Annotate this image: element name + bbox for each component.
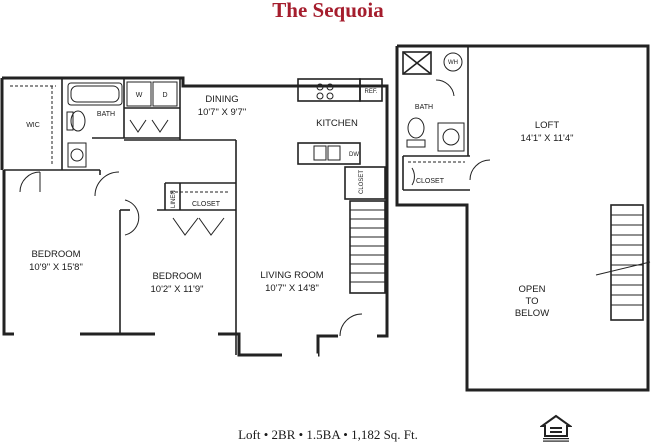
bedroom2-closet-label: CLOSET [192, 201, 221, 208]
bedroom2-dimensions: 10'2" X 11'9" [151, 284, 204, 295]
loft-closet-label: CLOSET [416, 178, 445, 185]
bath-main-label: BATH [97, 111, 115, 118]
open-to-below-line1: OPEN [519, 284, 546, 295]
wic-label: WIC [26, 122, 40, 129]
fixtures [10, 52, 651, 357]
dining-dimensions: 10'7" X 9'7" [198, 107, 246, 118]
equal-housing-opportunity-icon [540, 414, 572, 442]
fridge-label: REF. [364, 89, 377, 95]
unit-summary: Loft • 2BR • 1.5BA • 1,182 Sq. Ft. [238, 427, 418, 442]
loft-dimensions: 14'1" X 11'4" [521, 133, 574, 144]
room-labels: WIC BATH W D DINING 10'7" X 9'7" KITCHEN… [26, 60, 573, 319]
dishwasher-label: DW [349, 152, 359, 158]
bedroom2-name: BEDROOM [152, 271, 201, 282]
washer-label: W [136, 92, 143, 99]
living-room-dimensions: 10'7" X 14'8" [265, 283, 319, 294]
exterior-walls [0, 44, 650, 392]
open-to-below-line2: TO [525, 296, 538, 307]
linen-label: LINEN [171, 190, 177, 208]
bath-loft-label: BATH [415, 104, 433, 111]
bedroom1-name: BEDROOM [31, 249, 80, 260]
plan-title: The Sequoia [272, 0, 384, 22]
water-heater-label: WH [448, 60, 458, 66]
interior-walls [4, 46, 644, 355]
bedroom1-dimensions: 10'9" X 15'8" [29, 262, 83, 273]
stair-closet-label: CLOSET [359, 170, 365, 194]
living-room-name: LIVING ROOM [260, 270, 323, 281]
dining-name: DINING [205, 94, 238, 105]
open-to-below-line3: BELOW [515, 308, 549, 319]
loft-name: LOFT [535, 120, 559, 131]
dryer-label: D [162, 92, 167, 99]
kitchen-label: KITCHEN [316, 118, 358, 129]
